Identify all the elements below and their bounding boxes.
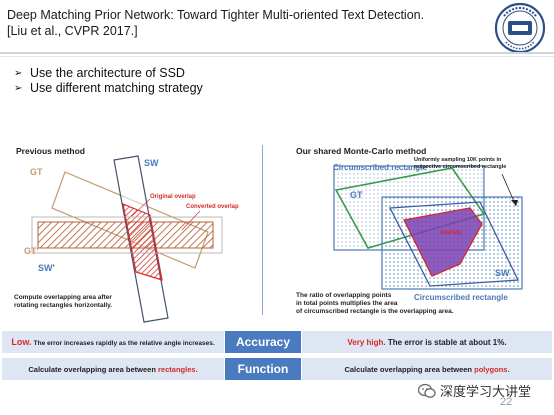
arrow-bullet-icon: ➢ — [14, 68, 23, 79]
sw-polygon — [388, 201, 520, 287]
label-gt: GT — [30, 167, 43, 177]
function-previous-text: Calculate overlapping area between — [28, 364, 156, 374]
overlap-polygon — [403, 207, 483, 277]
comparison-row-accuracy: Low. The error increases rapidly as the … — [0, 331, 554, 353]
bullet-text: Use different matching strategy — [30, 81, 203, 95]
label-circumscribed-bottom: Circumscribed rectangle — [414, 293, 508, 302]
comparison-row-function: Calculate overlapping area between recta… — [0, 358, 554, 380]
left-caption-line: Compute overlapping area after — [14, 294, 112, 301]
label-gt-right: GT — [350, 190, 363, 200]
page-number: 22 — [500, 396, 513, 408]
wechat-icon — [418, 383, 436, 398]
function-ours-text: Calculate overlapping area between — [344, 364, 473, 374]
label-sw-prime: SW' — [38, 263, 55, 273]
converted-rectangle — [37, 221, 214, 249]
left-panel-title: Previous method — [16, 146, 85, 156]
label-circumscribed-top: Circumscribed rectangle — [333, 163, 427, 172]
arrow-bullet-icon: ➢ — [14, 83, 23, 94]
accuracy-ours-cell: Very high. The error is stable at about … — [302, 331, 552, 353]
slide-title-line1: Deep Matching Prior Network: Toward Tigh… — [7, 8, 425, 22]
function-ours-cell: Calculate overlapping area between polyg… — [302, 358, 552, 380]
right-caption: The ratio of overlapping points in total… — [296, 292, 454, 316]
label-converted-overlap: Converted overlap — [186, 204, 239, 210]
label-original-overlap: Original overlap — [150, 194, 196, 200]
label-sw: SW — [144, 158, 159, 168]
original-overlap-area — [122, 203, 163, 281]
monte-carlo-diagram — [333, 165, 523, 290]
right-caption-line: of circumscribed rectangle is the overla… — [296, 308, 454, 315]
bullet-text: Use the architecture of SSD — [30, 66, 185, 80]
left-caption-line: rotating rectangles horizontally. — [14, 302, 113, 309]
gt-rectangle — [51, 171, 209, 269]
label-overlap: overlap — [440, 230, 462, 236]
accuracy-ours-highlight: Very high. — [347, 337, 386, 347]
slide-title: Deep Matching Prior Network: Toward Tigh… — [7, 7, 477, 39]
function-ours-highlight: polygons. — [474, 364, 510, 374]
bullet-item: ➢ Use different matching strategy — [14, 81, 203, 96]
label-gt-prime: GT' — [24, 246, 39, 256]
bullet-list: ➢ Use the architecture of SSD ➢ Use diff… — [14, 66, 203, 96]
panel-separator — [262, 145, 263, 315]
right-caption-line: The ratio of overlapping points — [296, 292, 392, 299]
bullet-item: ➢ Use the architecture of SSD — [14, 66, 203, 81]
accuracy-ours-text: The error is stable at about 1%. — [387, 337, 507, 347]
previous-method-diagram — [31, 155, 223, 323]
watermark-text: 深度学习大讲堂 — [440, 384, 532, 399]
function-label: Function — [225, 358, 301, 380]
accuracy-previous-cell: Low. The error increases rapidly as the … — [2, 331, 224, 353]
sampling-note-line: respective circumscribed rectangle — [414, 164, 507, 170]
function-previous-highlight: rectangles. — [158, 364, 198, 374]
label-sw-right: SW — [495, 268, 510, 278]
slide-title-line2: [Liu et al., CVPR 2017.] — [7, 24, 138, 38]
right-caption-line: in total points multiplies the area — [296, 300, 398, 307]
right-panel-title: Our shared Monte-Carlo method — [296, 146, 427, 156]
sampling-note-line: Uniformly sampling 10K points in — [414, 157, 502, 163]
accuracy-previous-text: The error increases rapidly as the relat… — [33, 340, 215, 347]
university-seal-logo — [494, 2, 546, 54]
header-divider — [0, 52, 554, 54]
sampling-note: Uniformly sampling 10K points in respect… — [414, 157, 506, 171]
left-caption: Compute overlapping area after rotating … — [14, 294, 112, 310]
accuracy-label: Accuracy — [225, 331, 301, 353]
accuracy-previous-highlight: Low. — [11, 337, 32, 347]
gt-prime-rectangle — [31, 216, 223, 254]
header-divider-thin — [0, 56, 554, 57]
watermark: 深度学习大讲堂 — [418, 381, 531, 400]
function-previous-cell: Calculate overlapping area between recta… — [2, 358, 224, 380]
